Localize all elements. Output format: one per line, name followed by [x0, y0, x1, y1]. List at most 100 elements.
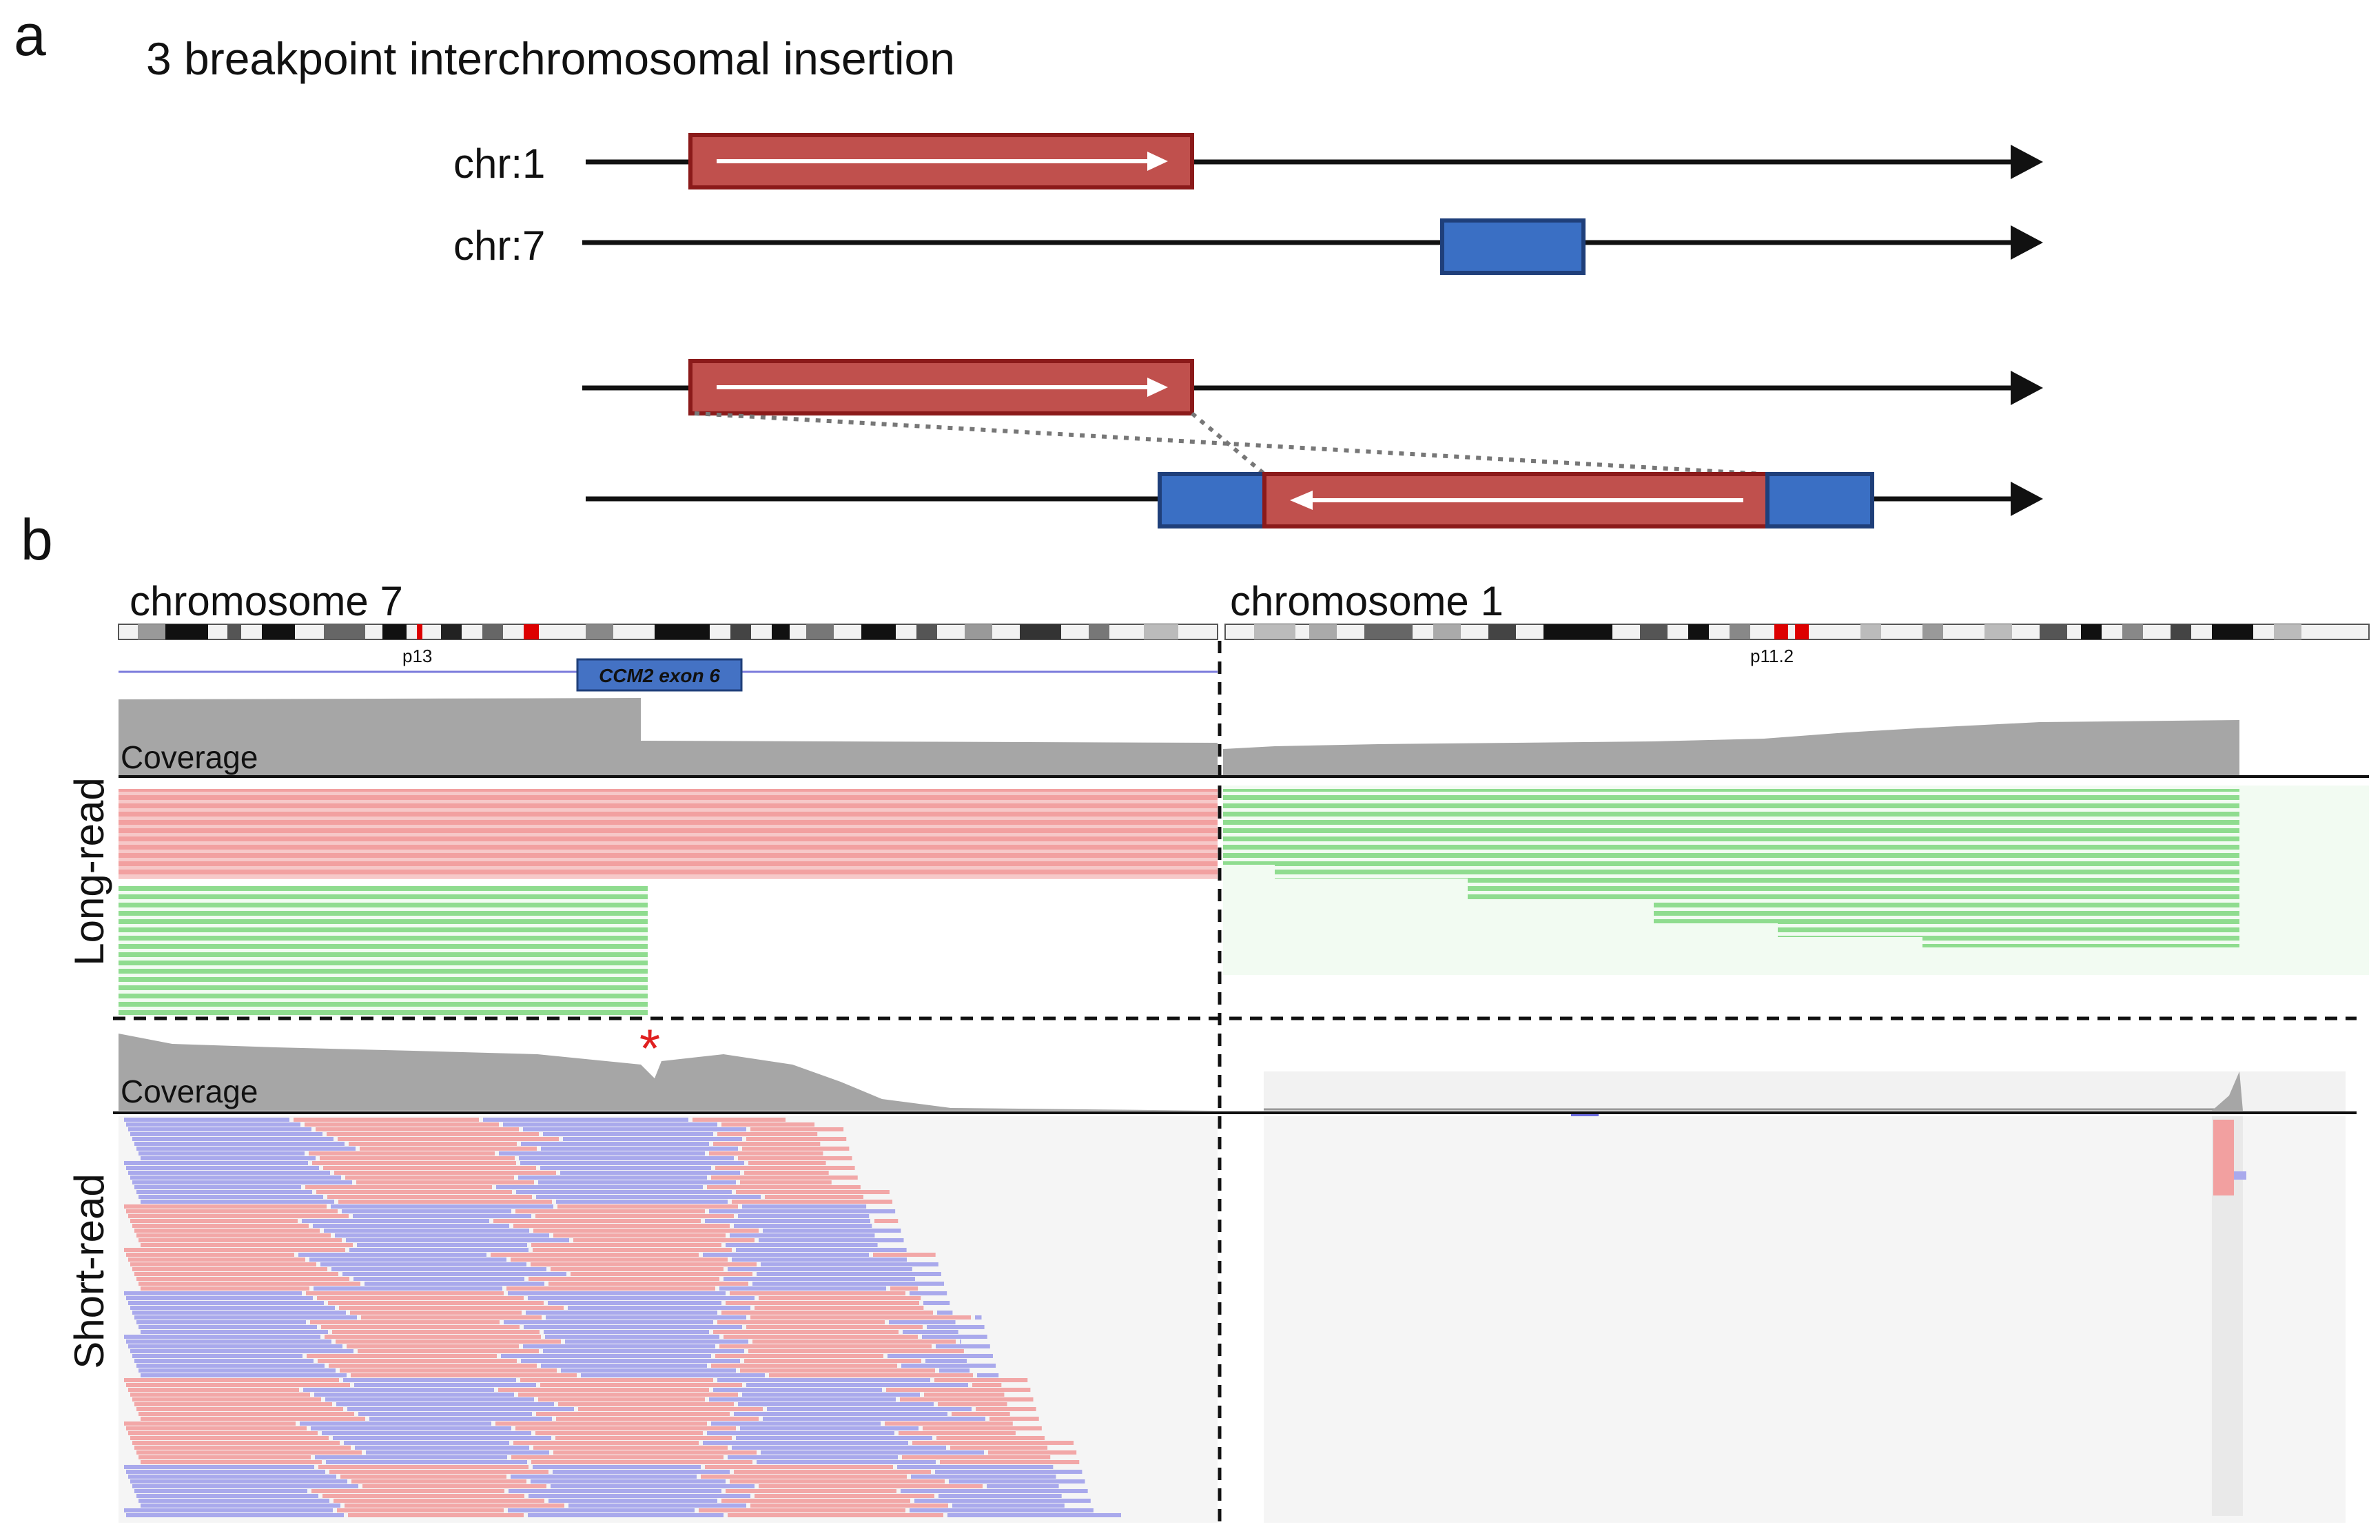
short-read — [989, 1417, 1039, 1421]
short-read — [551, 1484, 755, 1488]
short-read — [132, 1354, 302, 1358]
short-read — [126, 1426, 307, 1430]
short-read — [707, 1431, 894, 1435]
short-read — [306, 1291, 504, 1295]
long-read-green-block-right — [1223, 789, 2239, 865]
short-read — [141, 1286, 309, 1291]
short-read — [529, 1494, 750, 1498]
short-read — [498, 1388, 709, 1392]
short-read — [744, 1171, 829, 1175]
short-read — [130, 1393, 310, 1397]
short-read — [322, 1431, 531, 1435]
short-read — [506, 1286, 715, 1291]
short-read — [130, 1349, 353, 1353]
short-read — [705, 1219, 870, 1223]
short-read — [713, 1142, 821, 1146]
short-read — [307, 1354, 497, 1358]
short-read — [546, 1315, 746, 1320]
short-read — [761, 1262, 938, 1266]
short-read — [338, 1200, 552, 1204]
short-read — [134, 1229, 320, 1233]
short-read — [535, 1431, 703, 1435]
short-read — [139, 1412, 354, 1416]
short-read — [755, 1306, 924, 1310]
short-read — [520, 1161, 744, 1165]
short-read — [761, 1450, 984, 1455]
short-read — [742, 1204, 867, 1209]
short-read — [518, 1393, 738, 1397]
short-read — [744, 1359, 921, 1363]
short-read — [305, 1185, 492, 1189]
short-read — [924, 1393, 1005, 1397]
short-read — [136, 1147, 356, 1151]
short-read — [318, 1465, 529, 1469]
short-read — [732, 1200, 893, 1204]
short-read — [752, 1339, 956, 1344]
short-read — [136, 1450, 362, 1455]
band-label-p13: p13 — [402, 646, 432, 666]
short-read — [358, 1412, 532, 1416]
short-read — [719, 1344, 932, 1348]
short-read — [139, 1325, 317, 1329]
short-read — [902, 1455, 1051, 1459]
short-read — [132, 1137, 334, 1141]
short-read — [936, 1436, 1045, 1440]
short-read — [938, 1402, 1007, 1406]
short-read — [126, 1209, 338, 1213]
panel-b-letter: b — [21, 507, 53, 572]
short-read — [763, 1229, 901, 1233]
short-read — [757, 1460, 936, 1464]
short-read — [132, 1441, 340, 1445]
short-read — [755, 1494, 934, 1498]
short-read — [950, 1446, 1048, 1450]
short-read — [717, 1378, 930, 1382]
short-read — [568, 1503, 746, 1508]
short-read — [548, 1499, 717, 1503]
short-read — [699, 1508, 905, 1512]
short-read — [885, 1421, 1013, 1426]
short-read — [349, 1248, 529, 1252]
short-read — [711, 1421, 881, 1426]
short-read — [563, 1137, 742, 1141]
short-read — [560, 1171, 740, 1175]
short-read — [901, 1489, 1088, 1493]
short-read — [298, 1253, 486, 1257]
chromosome-1-title: chromosome 1 — [1230, 578, 1504, 624]
short-read — [543, 1349, 744, 1353]
short-read — [302, 1219, 489, 1223]
short-read — [495, 1421, 707, 1426]
short-read — [322, 1494, 524, 1498]
short-read — [937, 1311, 953, 1315]
short-read — [357, 1243, 527, 1247]
short-read — [707, 1185, 861, 1189]
short-read — [344, 1441, 509, 1445]
short-read — [334, 1499, 544, 1503]
short-read — [734, 1412, 947, 1416]
short-read — [536, 1412, 730, 1416]
short-read — [324, 1229, 529, 1233]
short-read — [947, 1513, 1121, 1517]
short-read — [693, 1118, 786, 1122]
short-read — [124, 1161, 308, 1165]
short-read — [348, 1513, 524, 1517]
short-read — [914, 1499, 1091, 1503]
short-read — [556, 1200, 728, 1204]
chr1-ideogram — [1224, 624, 2370, 640]
short-read — [516, 1190, 732, 1194]
short-read — [369, 1417, 552, 1421]
arrow-right-icon — [2011, 482, 2043, 516]
short-read — [521, 1142, 709, 1146]
short-read — [721, 1311, 933, 1315]
short-read — [541, 1147, 738, 1151]
short-read — [705, 1465, 893, 1469]
short-read — [331, 1267, 546, 1271]
short-read — [326, 1460, 527, 1464]
short-read — [987, 1484, 1059, 1488]
short-read — [750, 1127, 844, 1131]
short-read — [136, 1190, 312, 1194]
short-read — [972, 1383, 1002, 1387]
short-read — [726, 1489, 896, 1493]
short-read — [124, 1421, 296, 1426]
short-read — [325, 1335, 541, 1339]
short-read — [910, 1508, 1094, 1512]
